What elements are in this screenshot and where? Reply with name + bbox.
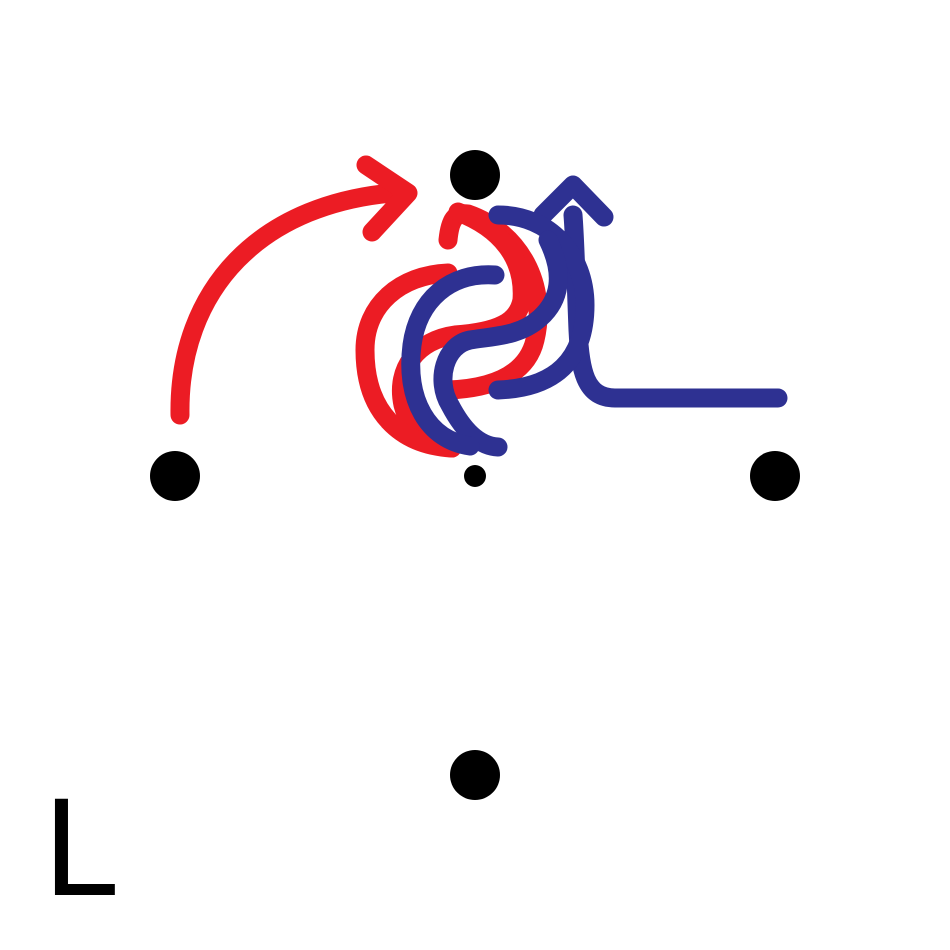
blue-swirl-mid: [433, 230, 568, 457]
blue-tail-right: [563, 205, 788, 408]
dot-bottom: [450, 750, 500, 800]
red-arrowhead-left: [356, 155, 418, 242]
blue-swirl-outer: [488, 205, 595, 400]
red-swirl-left: [355, 263, 462, 458]
red-swirl-inner: [392, 202, 532, 458]
dot-left: [150, 451, 200, 501]
dot-center-small: [464, 465, 486, 487]
dot-right: [750, 451, 800, 501]
dot-top: [450, 150, 500, 200]
red-path-group: [170, 155, 548, 458]
red-arc-left: [170, 182, 415, 425]
blue-path-group: [401, 175, 788, 457]
corner-label: L: [42, 773, 116, 927]
blue-arrowhead-top: [533, 175, 614, 227]
blue-swirl-left: [401, 265, 505, 456]
